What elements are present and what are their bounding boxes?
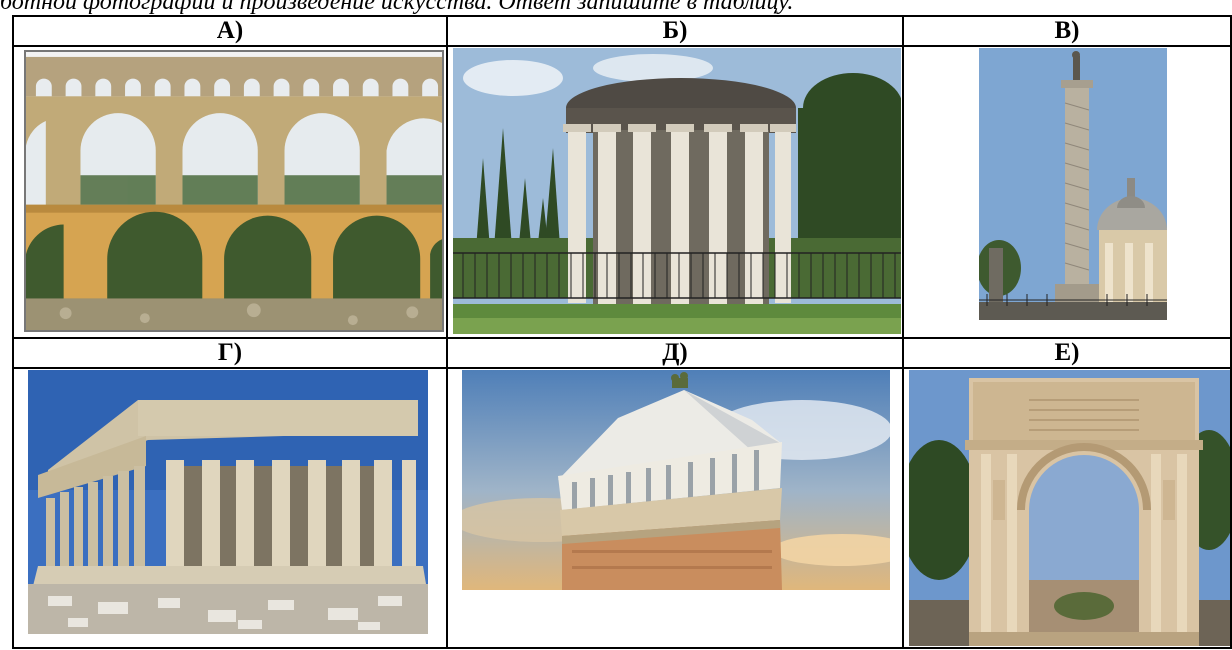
aqueduct-photo: [24, 50, 444, 333]
label-e: Е): [902, 337, 1232, 370]
mausoleum-image: [462, 370, 890, 591]
parthenon-photo: [28, 370, 428, 635]
label-b: Б): [446, 14, 904, 48]
cell-g: [12, 367, 448, 649]
triumphal-arch-photo: [909, 370, 1229, 647]
label-v: В): [902, 14, 1232, 48]
label-d: Д): [446, 337, 904, 370]
cell-b: [446, 45, 904, 340]
cell-v: [902, 45, 1232, 340]
task-caption: ботной фотографий и произведение искусст…: [0, 0, 794, 15]
cell-d: [446, 367, 904, 649]
cell-a: [12, 45, 448, 340]
label-g: Г): [12, 337, 448, 370]
round-temple-photo: [453, 48, 901, 335]
label-a: А): [12, 14, 448, 48]
cell-e: [902, 367, 1232, 649]
photo-table: А) Б) В): [12, 14, 1232, 649]
column-photo: [979, 48, 1167, 321]
